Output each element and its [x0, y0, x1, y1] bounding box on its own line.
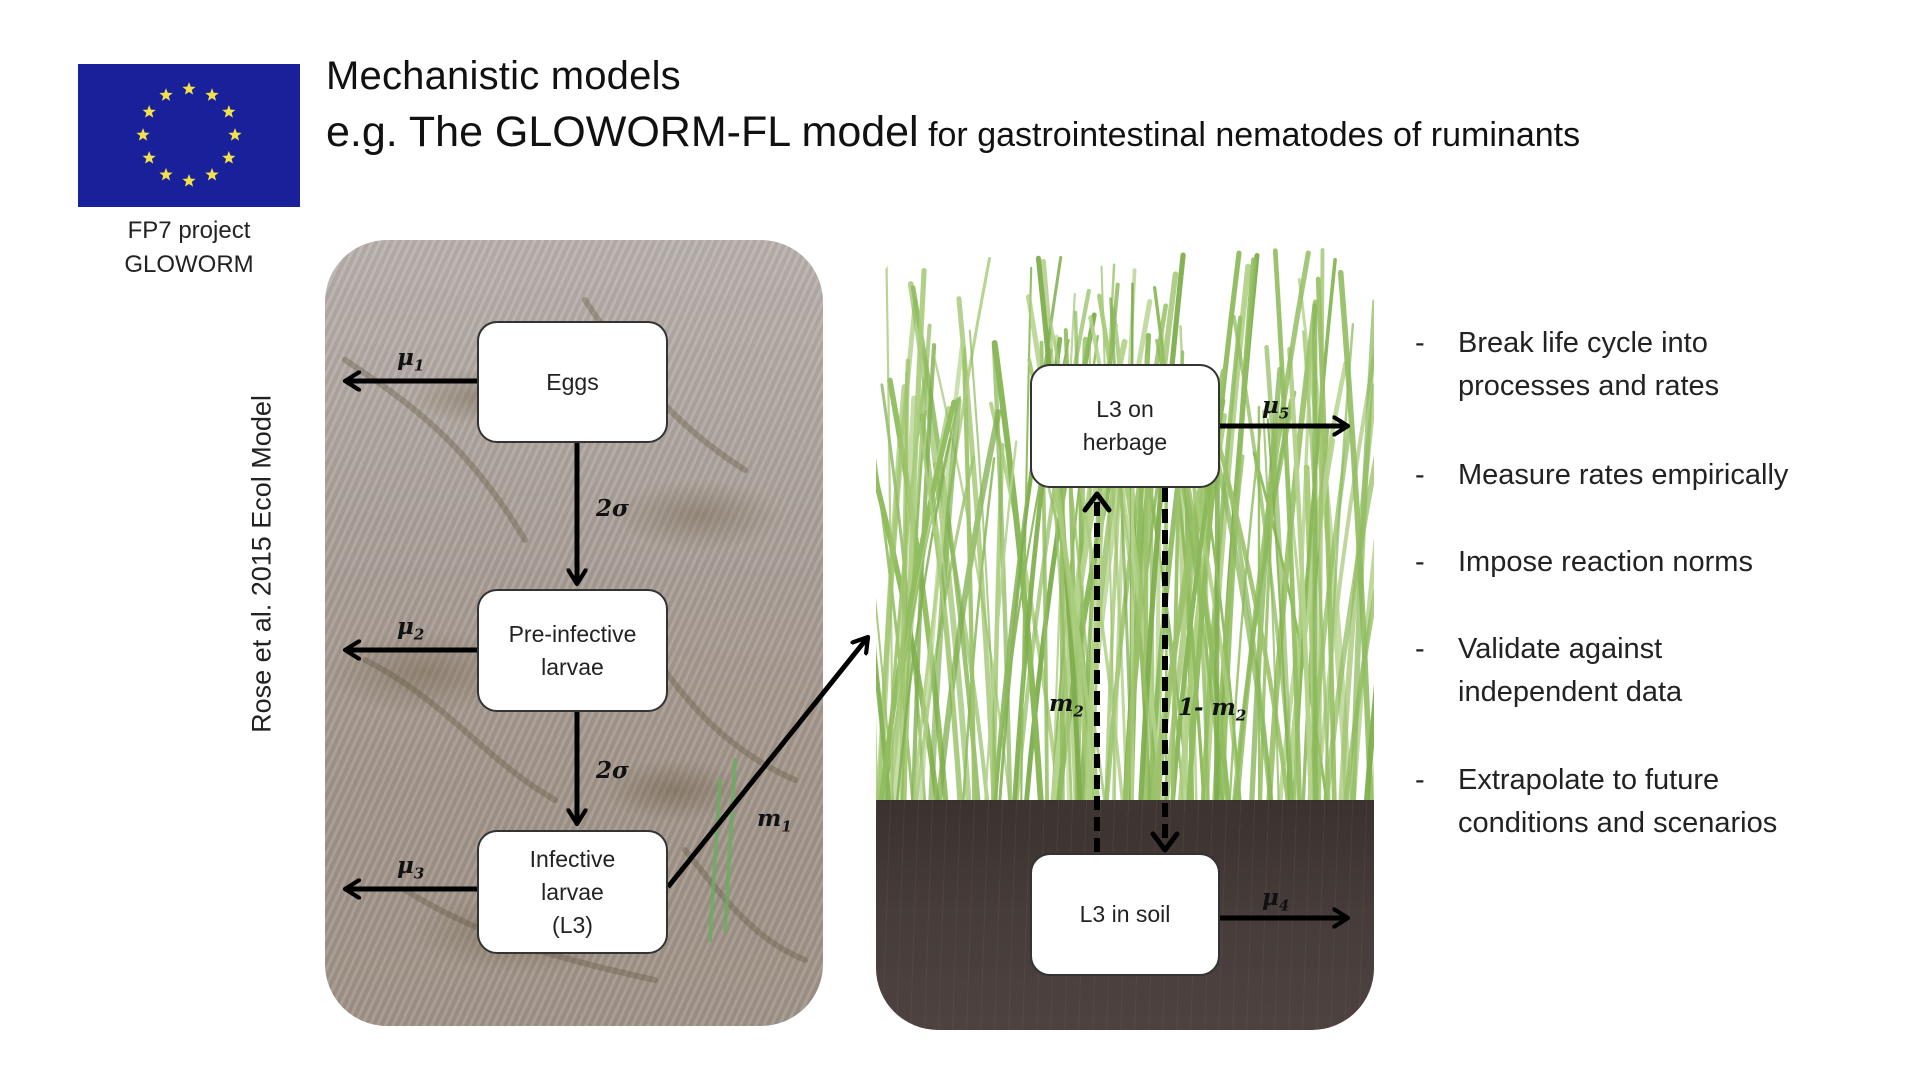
grass-blade	[961, 346, 977, 827]
grass-blade	[1349, 299, 1374, 825]
rate-m1: m1	[757, 805, 792, 836]
node-infective-larvae: Infective larvae (L3)	[477, 830, 668, 954]
rate-mu4: μ4	[1262, 884, 1290, 915]
grass-blade	[876, 399, 957, 824]
rate-mu5: μ5	[1262, 392, 1290, 423]
grass-blade	[1287, 346, 1314, 825]
flag-star	[142, 105, 156, 118]
flag-star	[182, 82, 196, 95]
grass-blade	[916, 409, 966, 839]
node-infective-line3: (L3)	[552, 911, 593, 938]
flag-star	[136, 128, 150, 141]
grass-blade	[1272, 248, 1303, 834]
rate-mu1: μ1	[397, 344, 425, 375]
grass-blade	[1264, 345, 1295, 840]
flag-star	[159, 167, 173, 181]
grass-blade	[933, 409, 1002, 836]
eu-flag-icon	[78, 64, 300, 207]
grass-blade	[1200, 466, 1244, 832]
grass-blade	[926, 397, 962, 838]
flag-star	[159, 88, 173, 101]
grass-blade	[1019, 266, 1033, 835]
grass-blade	[1111, 268, 1137, 830]
rate-mu3: μ3	[397, 852, 425, 883]
subtitle-main: e.g. The GLOWORM-FL model	[326, 108, 919, 156]
grass-blade	[968, 329, 999, 825]
node-eggs-label: Eggs	[546, 368, 599, 395]
grass-blade	[876, 648, 894, 824]
bullet-dash: -	[1415, 764, 1425, 796]
eu-flag-stars	[136, 82, 242, 187]
flag-star	[222, 105, 236, 118]
grass-blade	[982, 440, 1018, 829]
grass-blade	[1265, 299, 1319, 827]
slide-title: Mechanistic models	[326, 54, 681, 98]
subtitle-detail: for gastrointestinal nematodes of rumina…	[918, 116, 1581, 154]
grass-blade	[1226, 428, 1262, 836]
node-l3-herbage: L3 on herbage	[1030, 364, 1220, 488]
grass-blade	[885, 263, 895, 835]
rate-one-minus-m2: 1- m2	[1178, 694, 1247, 725]
grass-blade	[1137, 252, 1186, 825]
grass-blade	[1317, 248, 1325, 837]
bullet-dash: -	[1415, 633, 1425, 665]
grass-blade	[899, 409, 927, 840]
grass-blade	[876, 715, 880, 833]
slide-subtitle: e.g. The GLOWORM-FL model for gastrointe…	[326, 108, 1580, 157]
flag-star	[142, 151, 156, 164]
grass-blade	[1211, 421, 1295, 837]
project-caption-line2: GLOWORM	[124, 251, 254, 278]
project-caption-line1: FP7 project	[127, 217, 251, 244]
grass-blade	[876, 457, 917, 830]
grass-blade	[956, 296, 998, 836]
rate-m2: m2	[1049, 690, 1084, 721]
node-infective-line1: Infective	[529, 845, 616, 872]
flag-star	[228, 128, 242, 141]
rate-2sigma-b: 2σ	[596, 757, 629, 784]
node-pre-infective-line1: Pre-infective	[508, 620, 637, 647]
rate-2sigma-a: 2σ	[596, 495, 629, 522]
bullet-dash: -	[1415, 546, 1425, 578]
node-pre-infective-larvae: Pre-infective larvae	[477, 589, 668, 712]
node-l3-herbage-line1: L3 on	[1096, 396, 1154, 422]
node-l3-soil: L3 in soil	[1030, 853, 1220, 976]
flag-star	[182, 174, 196, 187]
citation-vertical: Rose et al. 2015 Ecol Model	[246, 395, 277, 733]
node-eggs: Eggs	[477, 321, 668, 443]
grass-blade	[893, 437, 952, 824]
flag-star	[205, 88, 219, 101]
flag-star	[205, 167, 219, 181]
bullet-dash: -	[1415, 327, 1425, 359]
node-pre-infective-line2: larvae	[541, 653, 604, 680]
grass-blade	[1262, 410, 1281, 822]
grass-blade	[1312, 303, 1318, 831]
grass-blade	[1211, 442, 1277, 834]
node-infective-line2: larvae	[541, 878, 604, 905]
grass-blade	[876, 384, 908, 828]
flag-star	[222, 151, 236, 164]
grass-blade	[910, 343, 937, 830]
node-l3-soil-label: L3 in soil	[1079, 901, 1171, 927]
node-l3-herbage-line2: herbage	[1082, 429, 1168, 455]
bullet-dash: -	[1415, 459, 1425, 491]
grass-blade	[1362, 683, 1374, 827]
rate-mu2: μ2	[397, 613, 425, 644]
grass-blade	[1121, 271, 1179, 838]
grass-blade	[1232, 250, 1311, 833]
bullet-text: Impose reaction norms	[1458, 546, 1753, 578]
bullet-text: Measure rates empirically	[1458, 459, 1789, 491]
grass-blade	[1320, 454, 1374, 840]
grass-blade	[1340, 586, 1374, 836]
grass-blade	[1184, 250, 1242, 838]
